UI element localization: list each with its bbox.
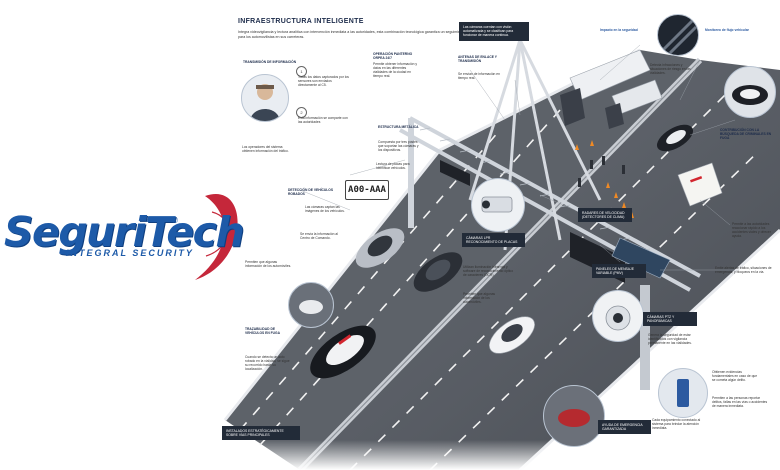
note-transmision-title: TRANSMISIÓN DE INFORMACIÓN (243, 60, 297, 64)
car-dark (413, 252, 463, 292)
ptz-camera-icon (605, 305, 631, 331)
road-surface (300, 60, 780, 470)
crash-car-icon (558, 409, 590, 427)
car-silver (355, 228, 405, 268)
inset-crash (543, 385, 605, 447)
message-panel (440, 160, 470, 186)
note-contribucion: CONTRIBUCIÓN CON LA BÚSQUEDA DE CRIMINAL… (720, 128, 772, 141)
ambulance (677, 162, 723, 207)
inset-road-car (288, 282, 334, 328)
traffic-view-icon (661, 18, 698, 55)
note-centro: Se envía la información al Centro de Com… (300, 232, 338, 241)
note-camaras-lpr-text: Utilizan iluminación infrarroja y softwa… (463, 265, 514, 278)
logo-tagline: INTEGRAL SECURITY (66, 248, 194, 258)
note-camaras-title: OPERACIÓN PANTERNO ORPEA 24/7 (373, 52, 413, 61)
note-seguimiento-text: Cuando se detecta un auto robado en la v… (245, 355, 290, 372)
emergency-phone-icon (677, 379, 689, 407)
police-car (656, 124, 694, 152)
inset-phone (658, 368, 708, 418)
note-seguimiento-title: TRAZABILIDAD DE VEHÍCULOS EN FUGA (245, 327, 280, 336)
license-plate: A00-AAA (345, 180, 389, 200)
note-deteccion-right: Detecta infracciones y situaciones de ri… (650, 63, 691, 76)
note-placas-2: Permiten que algunas información de los … (463, 292, 496, 305)
intro-text: Integra videovigilancia y lectura analít… (238, 30, 477, 39)
inset-camera-lpr (471, 178, 525, 232)
seguritech-logo: SeguriTech ® INTEGRAL SECURITY (4, 200, 245, 270)
note-personas: Permiten a las personas reportar delitos… (712, 396, 768, 409)
note-placas: Permiten que algunas información de los … (245, 260, 292, 269)
logo-registered: ® (172, 216, 178, 225)
logo-brand: SeguriTech (4, 208, 245, 256)
solar-panel (611, 237, 671, 279)
police-car-icon (732, 85, 768, 105)
police-car (310, 325, 376, 379)
step-2-marker: 2 (296, 107, 307, 118)
badge-radares: RADARES DE VELOCIDAD (DETECTORES DE CLIM… (578, 208, 632, 223)
note-ayuda-text: Cada equipamiento conectado al sistema p… (652, 418, 701, 431)
car-white (489, 316, 535, 354)
badge-paneles: PANELES DE MENSAJE VARIABLE (PMV) (592, 264, 646, 279)
note-impacto-title: Impacto en la seguridad (600, 28, 638, 32)
note-monitoreo-title: Monitoreo de flujo vehicular (705, 28, 749, 32)
note-alertas: Emite alertas de tráfico, situaciones de… (715, 266, 772, 275)
callout-lines (299, 44, 736, 271)
truck (560, 49, 651, 126)
note-antenas-title: ANTENAS DE ENLACE Y TRANSMISIÓN (458, 55, 497, 64)
note-estructura-text: Compuesta por tres postes que soportan l… (378, 140, 419, 153)
note-camaras-text: Permite obtener información y datos en l… (373, 62, 417, 79)
note-deteccion-title: DETECCIÓN DE VEHÍCULOS ROBADOS (288, 188, 334, 197)
logo-swoosh (195, 193, 238, 280)
page-title: INFRAESTRUCTURA INTELIGENTE (238, 18, 364, 25)
note-obtiene: Obtienen evidencias fundamentales en cas… (712, 370, 758, 383)
note-seguridad: Genera la seguridad de estar identificad… (648, 333, 692, 346)
operator-icon (250, 84, 280, 121)
logo-swoosh-inner (205, 211, 229, 257)
callout-camaras-continuas: Las cámaras cuentan con visión automatiz… (459, 22, 529, 41)
truck (605, 79, 663, 129)
right-pole (640, 285, 650, 390)
note-transmision-2: Esta información se comparte con las aut… (298, 116, 348, 125)
step-1-marker: 1 (296, 66, 307, 77)
inset-traffic-night (657, 14, 699, 56)
note-antenas-text: Se envían de información en tiempo real. (458, 72, 500, 81)
note-estructura-title: ESTRUCTURA METÁLICA (378, 125, 419, 129)
note-transmision-1: Todas los datos capturados por los senso… (298, 75, 349, 88)
note-lectura: Lectura de placas para identificar vehíc… (376, 162, 410, 171)
inset-ptz-camera (592, 290, 644, 342)
inset-police-top (724, 66, 776, 118)
badge-camaras-lpr: CÁMARAS LPR RECONOCIMIENTO DE PLACAS (462, 233, 525, 248)
inset-operator (241, 74, 289, 122)
camera-icon (481, 196, 513, 213)
note-transmision-3: Los operadores del sistema obtienen info… (242, 145, 289, 154)
road-median (299, 59, 701, 470)
note-accidentes: Permite a las autoridades reaccionar ráp… (732, 222, 771, 239)
badge-instalaciones: INSTALADOS ESTRATÉGICAMENTE SOBRE VÍAS P… (222, 426, 300, 441)
workers (578, 156, 625, 187)
badge-ayuda: AYUDA DE EMERGENCIA GARANTIZADA (598, 420, 651, 435)
left-pole (408, 118, 414, 228)
note-deteccion-text: Las cámaras captan las imágenes de los v… (305, 205, 345, 214)
car-icon (299, 300, 323, 314)
badge-camaras-ptz: CÁMARAS PTZ Y PANORÁMICAS (643, 312, 697, 327)
